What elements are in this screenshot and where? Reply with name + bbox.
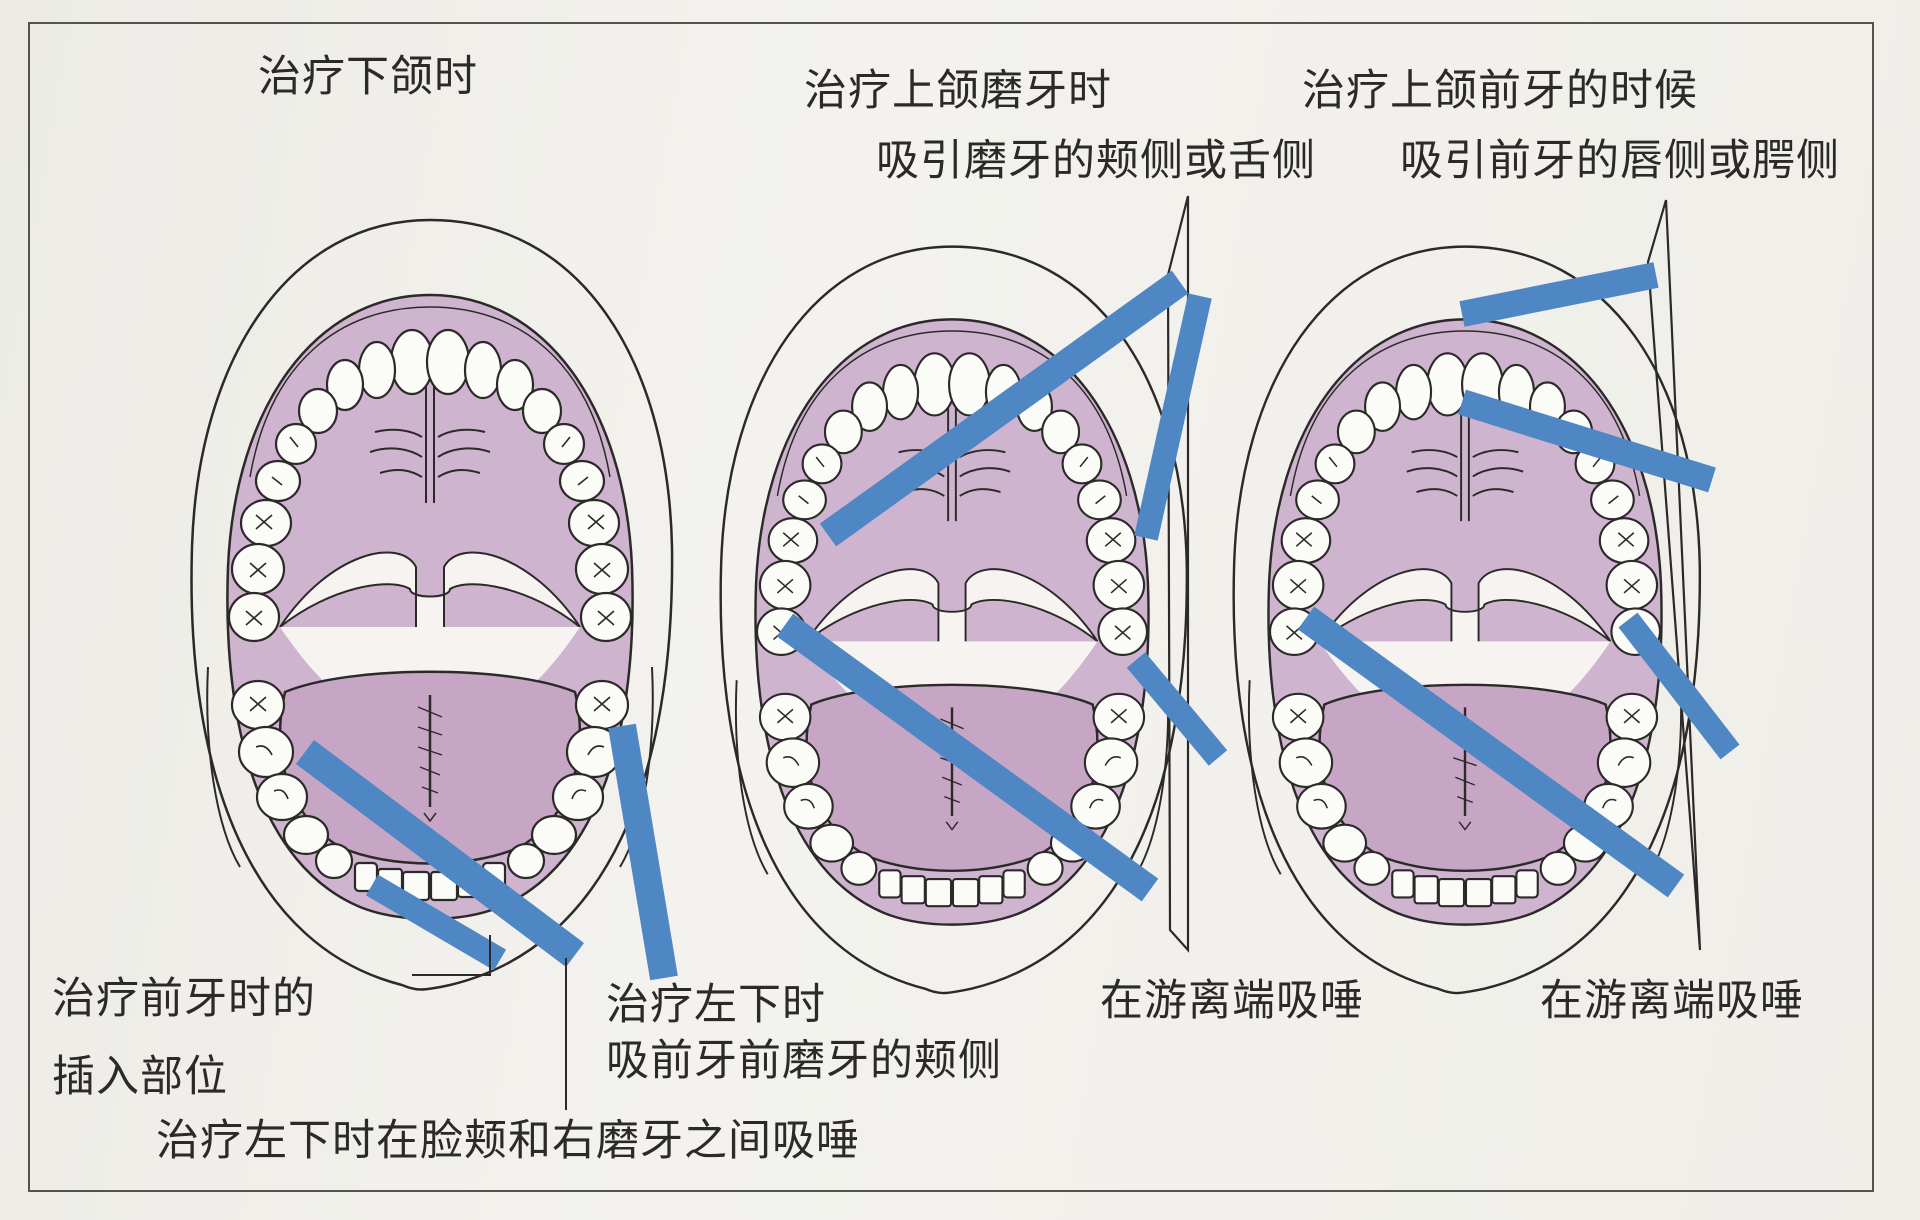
suction-tube (1459, 262, 1659, 327)
suction-tube (1297, 606, 1685, 898)
suction-tube (608, 723, 678, 981)
suction-tube (365, 874, 507, 971)
mirror-wedge-3 (1646, 199, 1702, 951)
suction-tube (1134, 293, 1212, 541)
suction-tube (295, 740, 585, 967)
suction-tube (1618, 612, 1740, 760)
front-insert-label-line2: 插入部位 (52, 1052, 228, 1102)
panel2-distal-label: 在游离端吸唾 (1100, 976, 1364, 1026)
left-lower-label-line1: 治疗左下时 (606, 980, 826, 1030)
suction-tube (1126, 652, 1228, 766)
front-insert-label-line1: 治疗前牙时的 (52, 974, 316, 1024)
cheek-between-label: 治疗左下时在脸颊和右磨牙之间吸唾 (156, 1116, 860, 1166)
suction-tube (776, 613, 1159, 902)
panel1-title: 治疗下颌时 (258, 52, 478, 102)
left-lower-label-line2: 吸前牙前磨牙的颊侧 (606, 1036, 1002, 1086)
figure-frame (28, 22, 1874, 1192)
panel3-subtitle: 吸引前牙的唇侧或腭侧 (1400, 136, 1840, 186)
mouth-diagram-lower (190, 218, 674, 991)
leader-lines (412, 935, 567, 1110)
mirror-wedge-2 (1166, 195, 1190, 953)
panel2-title: 治疗上颌磨牙时 (804, 66, 1112, 116)
panel2-subtitle: 吸引磨牙的颊侧或舌侧 (876, 136, 1316, 186)
panel3-title: 治疗上颌前牙的时候 (1302, 66, 1698, 116)
suction-tube (819, 270, 1189, 547)
panel3-distal-label: 在游离端吸唾 (1540, 976, 1804, 1026)
suction-tube (1458, 389, 1716, 493)
